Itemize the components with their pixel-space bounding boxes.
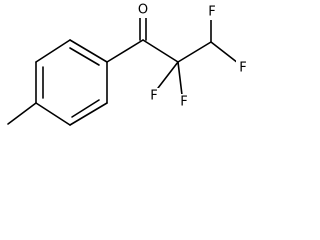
atom-O: O	[135, 2, 149, 18]
atom-F-top: F	[205, 4, 219, 20]
ring-bond	[69, 39, 108, 63]
fluorine-label: F	[180, 95, 187, 110]
atom-F-lower-left: F	[147, 88, 161, 104]
atom-F-right: F	[236, 60, 250, 76]
fluorine-label: F	[208, 5, 215, 20]
oxygen-label: O	[138, 3, 148, 18]
ring-bond	[35, 102, 71, 126]
ring-bond	[69, 102, 108, 126]
c-f-bond	[157, 61, 179, 89]
benzene-ring	[35, 39, 108, 126]
methyl-bond	[7, 102, 37, 125]
carbonyl-cf2-bond	[142, 39, 179, 63]
aryl-carbonyl-bond	[106, 39, 144, 63]
ring-double-bond	[69, 47, 100, 66]
ring-bond	[35, 39, 71, 63]
fluorine-label: F	[150, 89, 157, 104]
chemical-structure: O F F F F	[7, 2, 250, 126]
ring-double-bond	[71, 99, 100, 118]
c-f-bond	[210, 41, 239, 64]
cf2-chf2-bond	[177, 41, 212, 63]
fluorine-label: F	[239, 61, 246, 76]
atom-F-lower-right: F	[177, 94, 191, 110]
c-f-bond	[177, 61, 183, 96]
